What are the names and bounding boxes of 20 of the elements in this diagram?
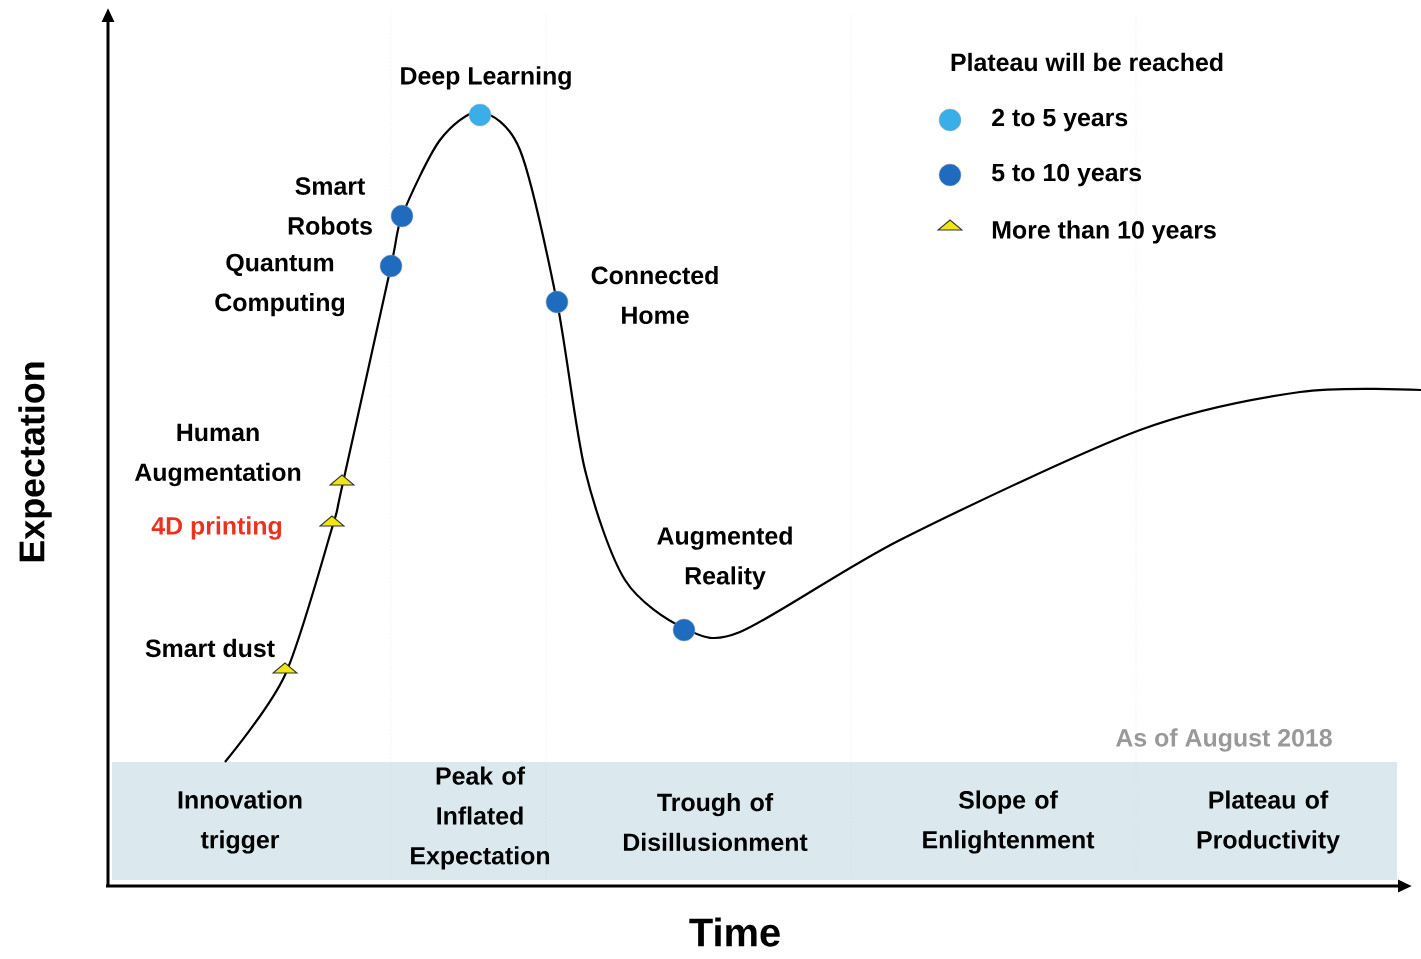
axis-title: Expectation [18,362,52,562]
technology-label: Smart Robots [288,177,372,235]
legend-label: 2 to 5 years [992,108,1128,132]
technology-label: Quantum Computing [215,253,345,317]
date-note: As of August 2018 [1116,728,1332,752]
phase-label: Peak of Inflated Expectation [411,766,550,870]
phase-label: Innovation trigger [178,790,302,854]
technology-label: Augmented Reality [657,526,792,590]
axis-title: Time [689,917,780,947]
technology-label: Connected Home [591,265,718,325]
phase-label: Plateau of Productivity [1197,790,1340,854]
technology-label: 4D printing [151,516,282,540]
technology-label: Smart dust [145,638,275,658]
phase-label: Trough of Disillusionment [623,792,808,852]
legend-label: More than 10 years [992,220,1216,244]
legend-label: 5 to 10 years [992,163,1142,187]
technology-label: Human Augmentation [134,423,301,487]
phase-label: Slope of Enlightenment [923,790,1095,854]
legend-title: Plateau will be reached [951,52,1223,72]
technology-label: Deep Learning [401,66,571,90]
